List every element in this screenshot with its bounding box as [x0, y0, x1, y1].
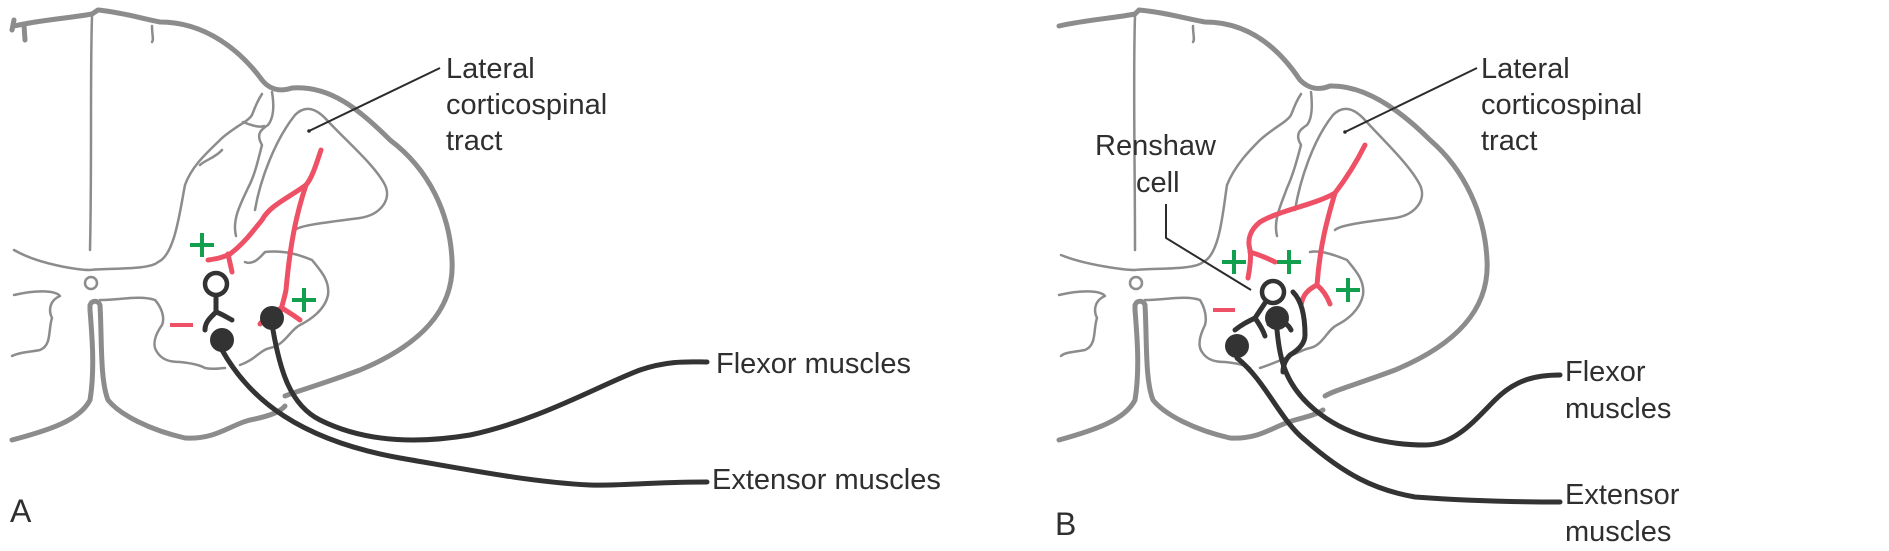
- spinal-cord-cross-section-b: [1056, 7, 1490, 443]
- extensor-label-b-line2: muscles: [1565, 516, 1671, 548]
- extensor-axon-b: [1234, 355, 1563, 505]
- tract-label-a-line2: corticospinal: [446, 89, 607, 121]
- excitatory-sign-b2: [1277, 250, 1301, 274]
- tract-label-a-line1: Lateral: [446, 53, 535, 85]
- tract-label-b-line1: Lateral: [1481, 53, 1570, 85]
- excitatory-sign-a1: [190, 233, 214, 257]
- tract-leader-line-b: [1344, 67, 1478, 133]
- renshaw-collateral: [1280, 289, 1308, 375]
- flexor-label-b-line2: muscles: [1565, 393, 1671, 425]
- panel-letter-a: A: [10, 493, 32, 529]
- flexor-axon-a: [270, 327, 710, 443]
- tract-label-a-line3: tract: [446, 125, 502, 157]
- flexor-motor-neuron-b: [1265, 306, 1289, 330]
- spinal-cord-cross-section-a: [9, 7, 455, 443]
- renshaw-cell: [1232, 278, 1294, 339]
- flexor-motor-neuron-a: [260, 306, 284, 330]
- renshaw-leader-line: [1165, 204, 1252, 291]
- central-canal-b: [1128, 275, 1144, 291]
- panel-letter-b: B: [1055, 506, 1076, 542]
- extensor-muscles-label-a: Extensor muscles: [712, 464, 941, 496]
- excitatory-sign-b3: [1336, 278, 1360, 302]
- tract-leader-line-a: [308, 67, 441, 132]
- extensor-motor-neuron-b: [1225, 334, 1249, 358]
- flexor-axon-b: [1274, 327, 1563, 448]
- excitatory-sign-b1: [1222, 250, 1246, 274]
- extensor-motor-neuron-a: [210, 328, 234, 352]
- tract-label-b-line3: tract: [1481, 125, 1537, 157]
- panel-a: Lateral corticospinal tract Flexor muscl…: [9, 7, 941, 529]
- excitatory-sign-a2: [292, 288, 316, 312]
- extensor-label-b-line1: Extensor: [1565, 479, 1680, 511]
- corticospinal-fibers-b: [1245, 142, 1368, 308]
- flexor-muscles-label-a: Flexor muscles: [716, 348, 911, 380]
- inhibitory-interneuron-a: [202, 270, 235, 333]
- flexor-label-b-line1: Flexor: [1565, 356, 1646, 388]
- central-canal-a: [83, 275, 99, 291]
- tract-label-b-line2: corticospinal: [1481, 89, 1642, 121]
- panel-b: Lateral corticospinal tract Renshaw cell…: [1055, 7, 1680, 548]
- renshaw-label-line2: cell: [1136, 167, 1180, 199]
- renshaw-label-line1: Renshaw: [1095, 130, 1217, 162]
- extensor-axon-a: [219, 347, 710, 488]
